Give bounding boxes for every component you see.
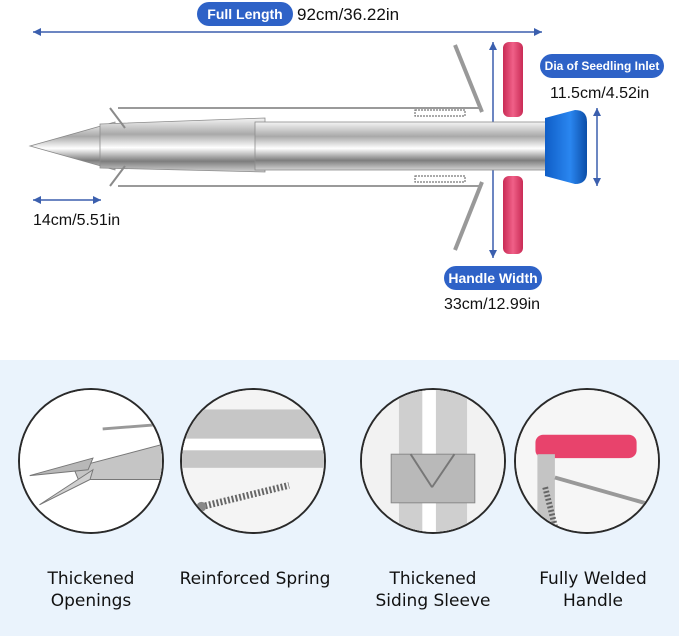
handle-width-label: Handle Width xyxy=(444,266,542,290)
inlet-diameter-label: Dia of Seedling Inlet xyxy=(540,54,664,78)
feature-image-handle xyxy=(514,388,660,534)
feature-image-spring xyxy=(180,388,326,534)
feature-label-openings: Thickened Openings xyxy=(47,569,135,611)
feature-section: Thickened Openings Reinforced Spring Thi… xyxy=(0,360,679,636)
feature-label-sleeve: Thickened Siding Sleeve xyxy=(375,569,491,611)
full-length-label: Full Length xyxy=(197,2,293,26)
transplanter-illustration xyxy=(28,28,601,258)
tip-length-value: 14cm/5.51in xyxy=(33,212,121,229)
product-dimension-diagram: Full Length 92cm/36.22in 14cm/5.51in Dia… xyxy=(28,2,664,313)
handle-width-value: 33cm/12.99in xyxy=(444,296,541,313)
inlet-diameter-value: 11.5cm/4.52in xyxy=(550,85,650,102)
full-length-value: 92cm/36.22in xyxy=(297,5,400,24)
feature-label-handle: Fully Welded Handle xyxy=(539,569,647,611)
feature-image-sleeve xyxy=(360,388,506,534)
feature-image-openings xyxy=(18,388,164,534)
feature-label-spring: Reinforced Spring xyxy=(179,569,331,589)
